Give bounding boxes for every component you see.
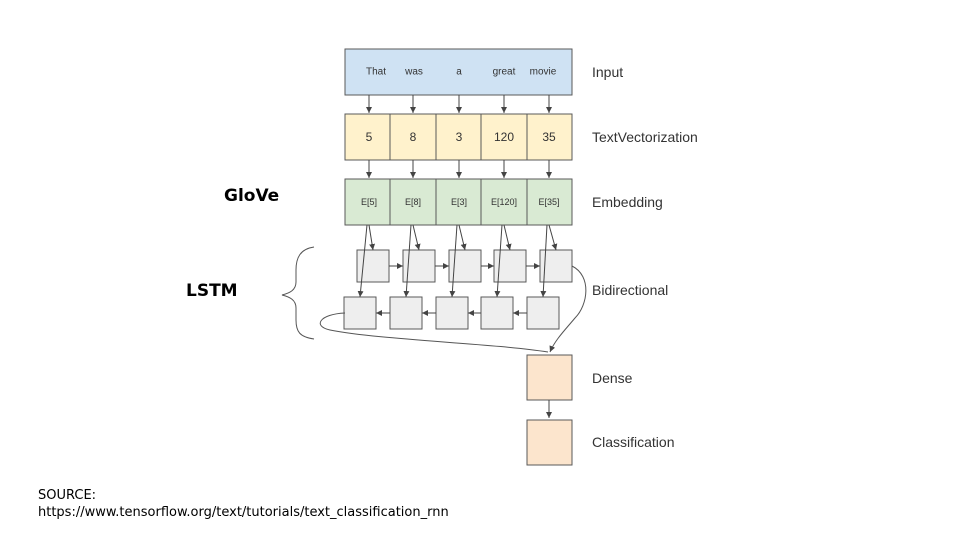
lstm-brace xyxy=(281,246,315,340)
embedding-cell xyxy=(435,178,482,226)
vectorization-cell xyxy=(526,113,573,161)
source-citation: SOURCE: https://www.tensorflow.org/text/… xyxy=(38,487,449,521)
embedding-value: E[120] xyxy=(491,197,517,207)
backward-lstm-cell xyxy=(435,296,469,330)
embedding-value: E[5] xyxy=(361,197,377,207)
classification-label: Classification xyxy=(592,434,674,450)
embedding-to-backward-arrow xyxy=(357,224,368,298)
embedding-to-forward-arrow xyxy=(503,224,512,251)
vectorization-cell xyxy=(389,113,437,161)
backward-output-curve xyxy=(319,312,549,353)
input-word: a xyxy=(456,67,462,78)
input-word: was xyxy=(404,67,423,78)
embedding-value: E[8] xyxy=(405,197,421,207)
embedding-to-backward-arrow xyxy=(494,224,503,298)
embedding-cell xyxy=(480,178,528,226)
vectorization-cell xyxy=(344,113,391,161)
embedding-to-backward-arrow xyxy=(540,224,548,298)
embedding-to-forward-arrow xyxy=(368,224,376,251)
input-word: That xyxy=(366,67,386,78)
embedding-to-forward-arrow xyxy=(412,224,421,251)
source-label: SOURCE: xyxy=(38,488,97,503)
embedding-value: E[35] xyxy=(538,197,559,207)
embedding-cell xyxy=(344,178,391,226)
vectorization-cell xyxy=(480,113,528,161)
vectorization-value: 3 xyxy=(456,130,463,144)
bidirectional-label: Bidirectional xyxy=(592,282,668,298)
dense-label: Dense xyxy=(592,370,633,386)
embedding-to-forward-arrow xyxy=(548,224,558,251)
input-layer-box xyxy=(344,48,573,96)
forward-output-curve xyxy=(549,265,587,353)
backward-lstm-cell xyxy=(389,296,423,330)
embedding-to-backward-arrow xyxy=(449,224,458,298)
vectorization-value: 35 xyxy=(542,130,556,144)
embedding-to-forward-arrow xyxy=(458,224,467,251)
classification-layer-box xyxy=(526,419,573,466)
lstm-label: LSTM xyxy=(186,281,238,301)
embedding-value: E[3] xyxy=(451,197,467,207)
vectorization-value: 8 xyxy=(410,130,417,144)
embedding-to-backward-arrow xyxy=(403,224,412,298)
dense-layer-box xyxy=(526,354,573,401)
source-url: https://www.tensorflow.org/text/tutorial… xyxy=(38,505,449,520)
backward-lstm-cell xyxy=(526,296,560,330)
vectorization-value: 120 xyxy=(494,130,514,144)
backward-lstm-cell xyxy=(480,296,514,330)
glove-label: GloVe xyxy=(224,186,280,206)
backward-lstm-cell xyxy=(343,296,377,330)
input-word: movie xyxy=(530,67,557,78)
input-word: great xyxy=(493,67,516,78)
embedding-label: Embedding xyxy=(592,194,663,210)
textvectorization-label: TextVectorization xyxy=(592,129,698,145)
input-label: Input xyxy=(592,64,623,80)
vectorization-value: 5 xyxy=(366,130,373,144)
